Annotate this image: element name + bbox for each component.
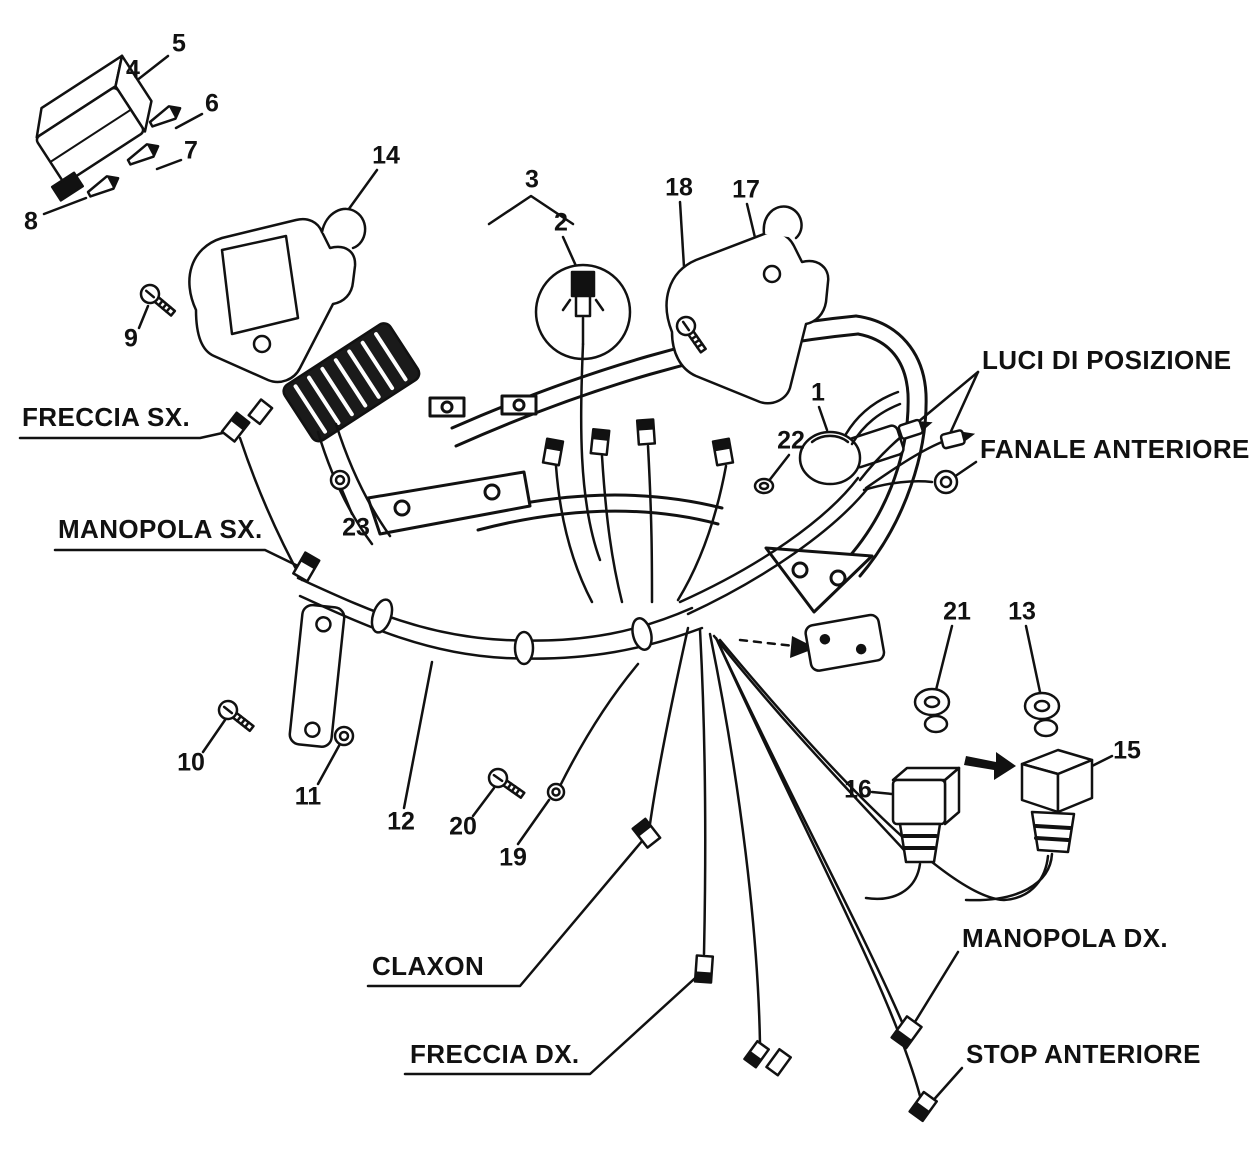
callout-23: 23 xyxy=(342,513,370,542)
fasteners xyxy=(139,283,707,802)
callout-6: 6 xyxy=(205,89,219,118)
upper-connectors xyxy=(541,342,735,604)
regulator xyxy=(282,322,421,546)
label-manopola-dx: MANOPOLA DX. xyxy=(962,923,1169,953)
callout-13: 13 xyxy=(1008,597,1036,626)
lower-connectors xyxy=(631,817,938,1123)
wire-connector xyxy=(743,1039,770,1069)
lower-wires xyxy=(558,626,1050,1098)
wire-connector xyxy=(635,418,657,446)
callout-3: 3 xyxy=(525,165,539,194)
label-manopola-sx: MANOPOLA SX. xyxy=(58,514,263,544)
washer-22 xyxy=(753,477,775,495)
callout-18: 18 xyxy=(665,173,693,202)
spade-terminal xyxy=(126,143,160,166)
callout-12: 12 xyxy=(387,807,415,836)
wire-connector xyxy=(908,1090,938,1123)
callout-20: 20 xyxy=(449,812,477,841)
callout-9: 9 xyxy=(124,324,138,353)
bullet-connector xyxy=(939,429,976,450)
wire-connector xyxy=(247,398,274,426)
label-freccia-dx: FRECCIA DX. xyxy=(410,1039,580,1069)
wire-connector xyxy=(292,551,321,583)
relay-16 xyxy=(864,766,961,901)
left-branches xyxy=(220,398,321,583)
callout-8: 8 xyxy=(24,207,38,236)
callout-15: 15 xyxy=(1113,736,1141,765)
wire-connector xyxy=(890,1015,923,1050)
relay-15 xyxy=(964,748,1094,902)
nut-11 xyxy=(333,725,355,747)
label-stop-anteriore: STOP ANTERIORE xyxy=(966,1039,1201,1069)
right-cover xyxy=(665,205,830,405)
spade-terminal xyxy=(86,175,120,198)
solid-arrow xyxy=(964,752,1016,780)
callout-11: 11 xyxy=(294,782,322,811)
connector-detail-circle xyxy=(534,263,632,361)
dashed-arrow-plate xyxy=(738,613,886,672)
callout-leader-lines xyxy=(42,54,1114,846)
spade-terminal xyxy=(148,105,182,128)
callout-17: 17 xyxy=(732,175,760,204)
wire-connector xyxy=(693,954,715,984)
wire-connector xyxy=(541,437,565,467)
callout-16: 16 xyxy=(844,775,872,804)
bullet-connector xyxy=(897,418,933,440)
flasher-relay-assembly xyxy=(35,54,182,202)
nut-23 xyxy=(329,469,351,491)
callout-5: 5 xyxy=(172,29,186,58)
wire-connector xyxy=(220,411,251,443)
washer-19 xyxy=(546,782,566,802)
wire-connector xyxy=(631,817,662,849)
label-fanale-anteriore: FANALE ANTERIORE xyxy=(980,434,1250,464)
callout-10: 10 xyxy=(177,748,205,777)
screw-9 xyxy=(139,283,177,317)
callout-22: 22 xyxy=(777,426,805,455)
callout-2: 2 xyxy=(554,208,568,237)
callout-4: 4 xyxy=(126,55,140,84)
label-claxon: CLAXON xyxy=(372,951,485,981)
harness-trunk xyxy=(296,576,704,666)
callout-14: 14 xyxy=(372,141,400,170)
relay-mounts xyxy=(913,687,1061,780)
ignition-switch xyxy=(798,390,905,486)
wire-connector xyxy=(589,427,611,457)
wire-connector xyxy=(711,437,735,467)
callout-1: 1 xyxy=(811,378,825,407)
screw-10 xyxy=(217,699,255,733)
mounting-bracket xyxy=(288,603,346,748)
screw-18 xyxy=(675,315,707,354)
front-connectors xyxy=(678,418,976,616)
callout-7: 7 xyxy=(184,136,198,165)
wire-connector xyxy=(765,1047,792,1077)
screw-20 xyxy=(487,767,526,799)
callout-21: 21 xyxy=(943,597,971,626)
callout-19: 19 xyxy=(499,843,527,872)
left-cover xyxy=(188,207,367,384)
label-luci-di-posizione: LUCI DI POSIZIONE xyxy=(982,345,1232,375)
label-freccia-sx: FRECCIA SX. xyxy=(22,402,191,432)
